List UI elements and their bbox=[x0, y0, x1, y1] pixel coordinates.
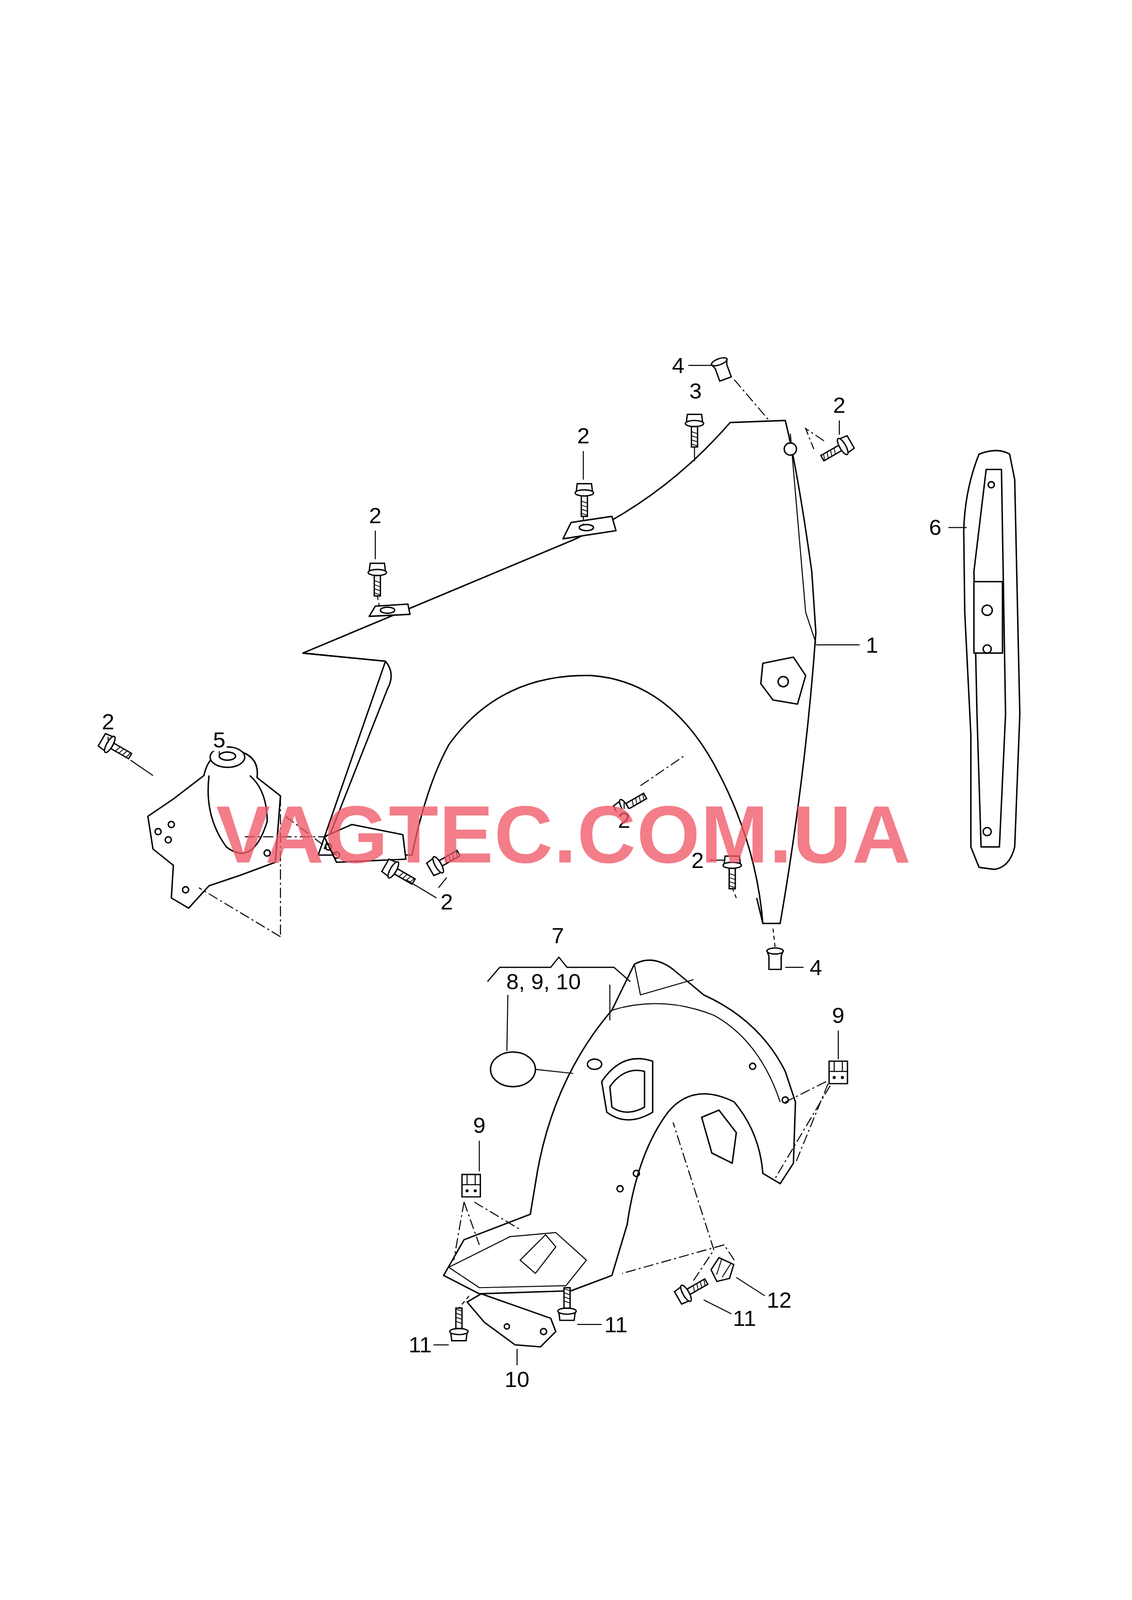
callout-number: 9 bbox=[471, 1113, 487, 1137]
watermark: VAGTEC.COM.UA bbox=[216, 793, 912, 875]
callout-number: 5 bbox=[211, 728, 227, 751]
liner-bracket bbox=[467, 1293, 557, 1347]
plug bbox=[490, 1051, 536, 1087]
callout-number: 2 bbox=[367, 503, 383, 527]
callout-number: 8, 9, 10 bbox=[505, 969, 583, 993]
wheel-housing-liner bbox=[443, 959, 796, 1293]
callout-number: 7 bbox=[550, 924, 566, 947]
callout-number: 2 bbox=[100, 709, 116, 733]
callout-number: 11 bbox=[407, 1333, 434, 1356]
callout-number: 4 bbox=[808, 955, 824, 978]
callout-number: 10 bbox=[503, 1367, 532, 1391]
callout-number: 3 bbox=[687, 379, 703, 402]
callout-number: 2 bbox=[439, 890, 455, 913]
callout-number: 4 bbox=[670, 353, 686, 377]
callout-number: 11 bbox=[731, 1306, 758, 1329]
callout-number: 9 bbox=[830, 1003, 846, 1026]
seal-strip bbox=[963, 450, 1020, 869]
callout-number: 12 bbox=[765, 1287, 794, 1311]
callout-number: 6 bbox=[927, 516, 943, 539]
callout-number: 11 bbox=[603, 1312, 630, 1335]
callout-number: 2 bbox=[575, 424, 591, 447]
callout-number: 2 bbox=[831, 393, 847, 417]
callout-number: 1 bbox=[864, 633, 880, 656]
